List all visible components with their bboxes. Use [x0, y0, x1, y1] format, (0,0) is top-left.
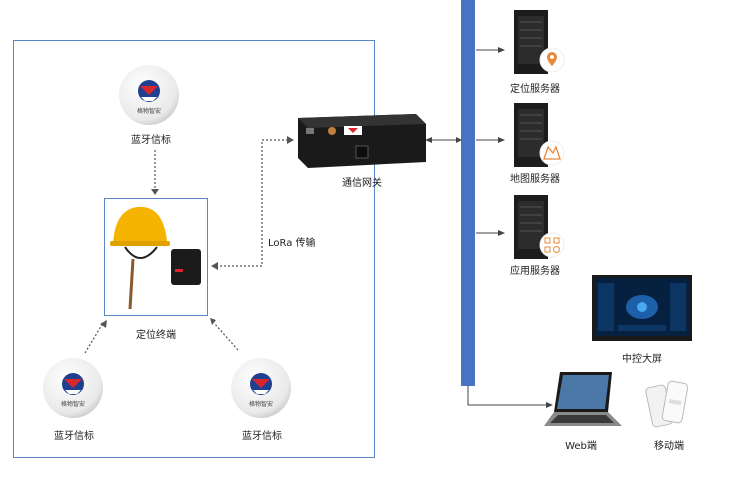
edge-bus-web	[467, 386, 548, 406]
web-client-label: Web端	[565, 441, 597, 452]
app-server-label: 应用服务器	[510, 266, 560, 277]
gateway-label: 通信网关	[342, 178, 382, 189]
terminal-box	[104, 198, 208, 316]
server-tower-icon	[514, 10, 565, 74]
arrowhead-beacon-left	[100, 320, 107, 328]
gateway	[298, 110, 426, 168]
device-icon	[171, 249, 201, 285]
map-icon	[539, 140, 565, 166]
beacon-left-label: 蓝牙信标	[54, 431, 94, 442]
beacon-icon: 格物智安	[43, 358, 103, 418]
helmet-icon	[110, 206, 201, 310]
monitor-icon	[592, 275, 692, 341]
beacon-logo-text: 格物智安	[61, 400, 85, 408]
lora-label: LoRa 传输	[268, 238, 316, 249]
gateway-icon	[298, 114, 426, 168]
network-bus	[461, 0, 475, 386]
laptop-icon	[544, 372, 622, 426]
beacon-right: 格物智安	[230, 357, 292, 419]
mobile-client	[645, 380, 693, 430]
mobile-client-label: 移动端	[654, 441, 684, 452]
beacon-top-label: 蓝牙信标	[131, 135, 171, 146]
terminal-label: 定位终端	[136, 330, 176, 341]
big-screen	[592, 275, 692, 345]
arrowhead-beacon-top	[151, 189, 159, 195]
beacon-icon: 格物智安	[119, 65, 179, 125]
map-server-label: 地图服务器	[510, 174, 560, 185]
beacon-logo-text: 格物智安	[249, 400, 273, 408]
arrowhead-lora-terminal	[211, 262, 218, 270]
beacon-logo-text: 格物智安	[137, 107, 161, 115]
map-server	[510, 103, 565, 169]
server-tower-icon	[514, 103, 565, 167]
arrowhead-lora-gateway	[287, 136, 294, 144]
arrowhead-beacon-right	[210, 318, 216, 325]
edge-lora	[212, 139, 288, 267]
web-client	[542, 370, 624, 432]
server-tower-icon	[514, 195, 565, 259]
loc-server	[510, 10, 565, 76]
mobile-phone-icon	[645, 380, 689, 428]
app-server	[510, 195, 565, 261]
beacon-right-label: 蓝牙信标	[242, 431, 282, 442]
big-screen-label: 中控大屏	[622, 354, 662, 365]
loc-server-label: 定位服务器	[510, 84, 560, 95]
edge-beacon-left-terminal	[84, 322, 104, 354]
edge-beacon-right-terminal	[213, 322, 239, 351]
beacon-left: 格物智安	[42, 357, 104, 419]
beacon-icon: 格物智安	[231, 358, 291, 418]
beacon-top: 格物智安	[118, 64, 180, 126]
terminal-area-frame	[13, 40, 375, 458]
app-grid-icon	[539, 232, 565, 258]
